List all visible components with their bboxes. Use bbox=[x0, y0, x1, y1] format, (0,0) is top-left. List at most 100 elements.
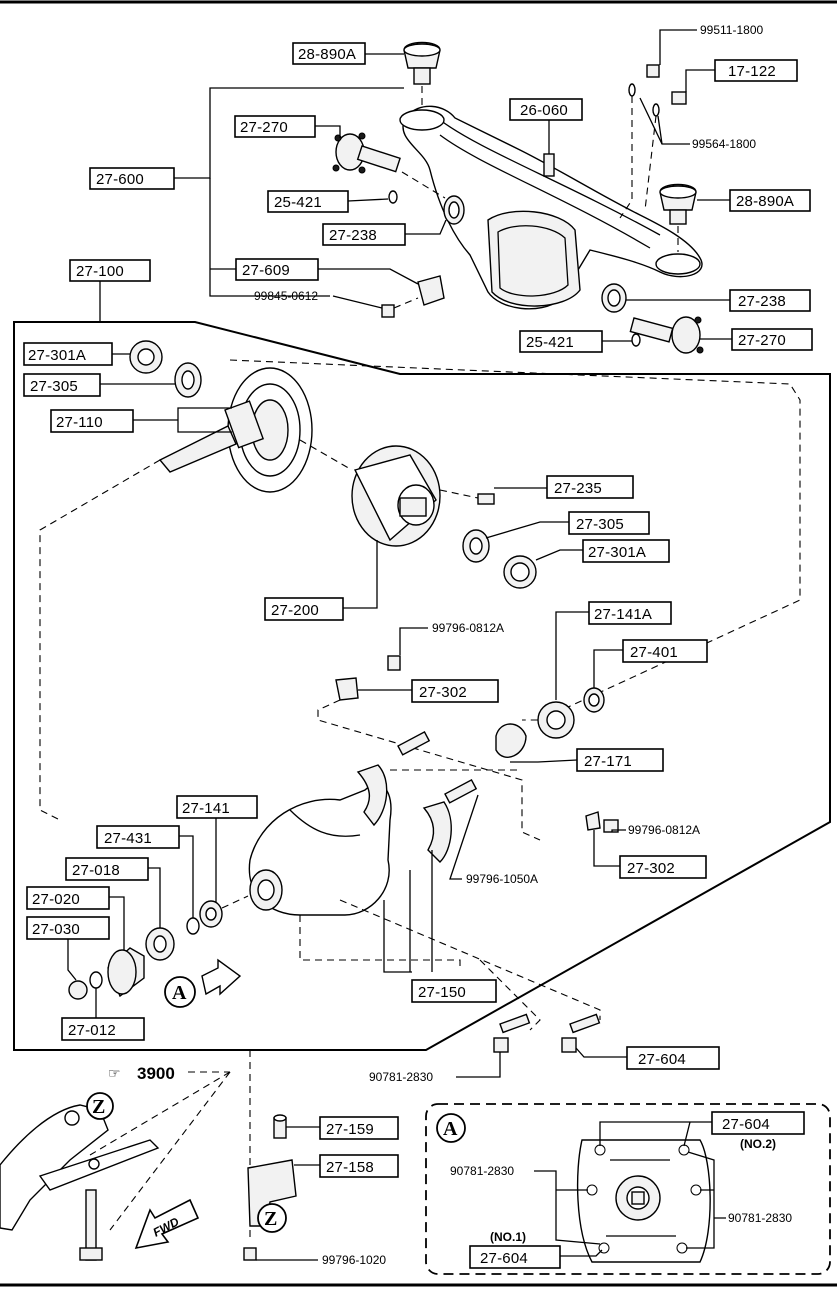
svg-text:27-141A: 27-141A bbox=[594, 606, 652, 623]
svg-text:90781-2830: 90781-2830 bbox=[450, 1164, 514, 1178]
label-27-305-right: 27-305 bbox=[485, 511, 650, 539]
a-marker-inset bbox=[436, 1113, 466, 1143]
svg-text:3900: 3900 bbox=[137, 1064, 175, 1083]
label-27-141A: 27-141A bbox=[555, 601, 672, 700]
svg-text:27-158: 27-158 bbox=[326, 1159, 374, 1176]
label-27-159: 27-159 bbox=[286, 1116, 399, 1140]
label-27-600: 27-600 bbox=[89, 87, 404, 297]
svg-text:28-890A: 28-890A bbox=[298, 46, 356, 63]
label-27-200: 27-200 bbox=[264, 540, 378, 621]
svg-text:90781-2830: 90781-2830 bbox=[369, 1070, 433, 1084]
svg-text:27-018: 27-018 bbox=[72, 862, 120, 879]
label-27-302-top: 27-302 bbox=[358, 679, 499, 703]
svg-text:27-030: 27-030 bbox=[32, 921, 80, 938]
svg-text:17-122: 17-122 bbox=[728, 63, 776, 80]
svg-text:27-238: 27-238 bbox=[329, 227, 377, 244]
z-marker-lower bbox=[257, 1203, 287, 1233]
svg-text:27-302: 27-302 bbox=[627, 860, 675, 877]
label-99845-0612: 99845-0612 bbox=[254, 289, 383, 309]
svg-text:27-301A: 27-301A bbox=[28, 347, 86, 364]
label-99796-1050A: 99796-1050A bbox=[449, 794, 538, 886]
svg-text:Z: Z bbox=[92, 1096, 105, 1118]
differential-assembly-boundary bbox=[13, 321, 831, 1051]
svg-text:27-150: 27-150 bbox=[418, 984, 466, 1001]
svg-text:A: A bbox=[443, 1118, 458, 1140]
label-27-110: 27-110 bbox=[50, 407, 232, 433]
label-27-270-top: 27-270 bbox=[234, 115, 341, 138]
svg-text:27-302: 27-302 bbox=[419, 684, 467, 701]
svg-text:27-159: 27-159 bbox=[326, 1121, 374, 1138]
svg-text:27-238: 27-238 bbox=[738, 293, 786, 310]
label-27-171: 27-171 bbox=[510, 748, 664, 772]
label-27-238-top: 27-238 bbox=[322, 219, 447, 246]
label-27-270-right: 27-270 bbox=[700, 328, 813, 351]
svg-text:25-421: 25-421 bbox=[274, 194, 322, 211]
differential-case bbox=[351, 445, 537, 589]
svg-text:27-141: 27-141 bbox=[182, 800, 230, 817]
label-99796-0812A-right: 99796-0812A bbox=[585, 811, 700, 837]
svg-text:Z: Z bbox=[264, 1208, 277, 1230]
svg-text:90781-2830: 90781-2830 bbox=[728, 1211, 792, 1225]
label-27-012: 27-012 bbox=[61, 988, 145, 1041]
label-27-302-right: 27-302 bbox=[593, 830, 707, 879]
svg-text:25-421: 25-421 bbox=[526, 334, 574, 351]
svg-text:27-401: 27-401 bbox=[630, 644, 678, 661]
label-27-301A-left: 27-301A bbox=[23, 342, 130, 366]
svg-text:27-270: 27-270 bbox=[738, 332, 786, 349]
label-27-238-right: 27-238 bbox=[626, 289, 811, 312]
label-27-158: 27-158 bbox=[294, 1154, 399, 1178]
label-27-301A-right: 27-301A bbox=[535, 539, 670, 563]
view-a-marker: A bbox=[164, 958, 242, 1008]
svg-text:99845-0612: 99845-0612 bbox=[254, 289, 318, 303]
label-27-305-left: 27-305 bbox=[23, 373, 175, 397]
companion-flange-top bbox=[332, 132, 401, 174]
label-25-421-right: 25-421 bbox=[519, 330, 632, 353]
svg-text:27-100: 27-100 bbox=[76, 263, 124, 280]
inset-view-a: A 27-604 (NO.2) 90781-2830 90781-2830 (N… bbox=[425, 1103, 831, 1275]
label-90781-2830-mid: 90781-2830 bbox=[369, 1052, 501, 1084]
svg-text:27-600: 27-600 bbox=[96, 171, 144, 188]
label-99564-1800: 99564-1800 bbox=[639, 97, 756, 151]
svg-text:(NO.1): (NO.1) bbox=[490, 1230, 526, 1244]
label-99796-0812A-top: 99796-0812A bbox=[399, 621, 504, 655]
svg-text:99796-0812A: 99796-0812A bbox=[432, 621, 504, 635]
svg-text:27-604: 27-604 bbox=[722, 1116, 770, 1133]
svg-text:99511-1800: 99511-1800 bbox=[700, 23, 763, 37]
carrier-housing bbox=[248, 730, 478, 916]
label-27-401: 27-401 bbox=[593, 639, 708, 688]
label-27-100: 27-100 bbox=[69, 259, 151, 322]
svg-text:99564-1800: 99564-1800 bbox=[692, 137, 756, 151]
svg-text:99796-1050A: 99796-1050A bbox=[466, 872, 538, 886]
svg-text:99796-0812A: 99796-0812A bbox=[628, 823, 700, 837]
label-25-421-top: 25-421 bbox=[267, 190, 389, 213]
svg-text:27-270: 27-270 bbox=[240, 119, 288, 136]
svg-text:27-604: 27-604 bbox=[638, 1051, 686, 1068]
svg-text:27-305: 27-305 bbox=[576, 516, 624, 533]
label-27-235: 27-235 bbox=[494, 475, 634, 499]
fwd-arrow: FWD bbox=[134, 1198, 200, 1250]
ring-gear-and-pinion bbox=[129, 340, 313, 493]
svg-text:27-020: 27-020 bbox=[32, 891, 80, 908]
label-17-122: 17-122 bbox=[685, 59, 798, 92]
label-99796-1020: 99796-1020 bbox=[256, 1253, 386, 1267]
svg-text:A: A bbox=[172, 982, 187, 1004]
z-marker bbox=[86, 1092, 114, 1120]
svg-text:27-171: 27-171 bbox=[584, 753, 632, 770]
label-27-018: 27-018 bbox=[65, 857, 161, 928]
label-27-150: 27-150 bbox=[383, 850, 497, 1003]
companion-flange-right bbox=[629, 316, 704, 354]
svg-text:27-200: 27-200 bbox=[271, 602, 319, 619]
subframe-detail: Z bbox=[0, 1092, 160, 1261]
svg-text:27-012: 27-012 bbox=[68, 1022, 116, 1039]
crossmember-assembly bbox=[332, 41, 704, 354]
label-27-609: 27-609 bbox=[210, 258, 419, 285]
label-28-890A-right: 28-890A bbox=[697, 189, 811, 212]
svg-text:27-235: 27-235 bbox=[554, 480, 602, 497]
label-27-141: 27-141 bbox=[176, 795, 258, 902]
svg-text:27-609: 27-609 bbox=[242, 262, 290, 279]
label-27-604-mid: 27-604 bbox=[575, 1046, 720, 1070]
hand-pointer-icon: ☞ bbox=[108, 1066, 121, 1082]
svg-text:27-431: 27-431 bbox=[104, 830, 152, 847]
svg-text:(NO.2): (NO.2) bbox=[740, 1137, 776, 1151]
